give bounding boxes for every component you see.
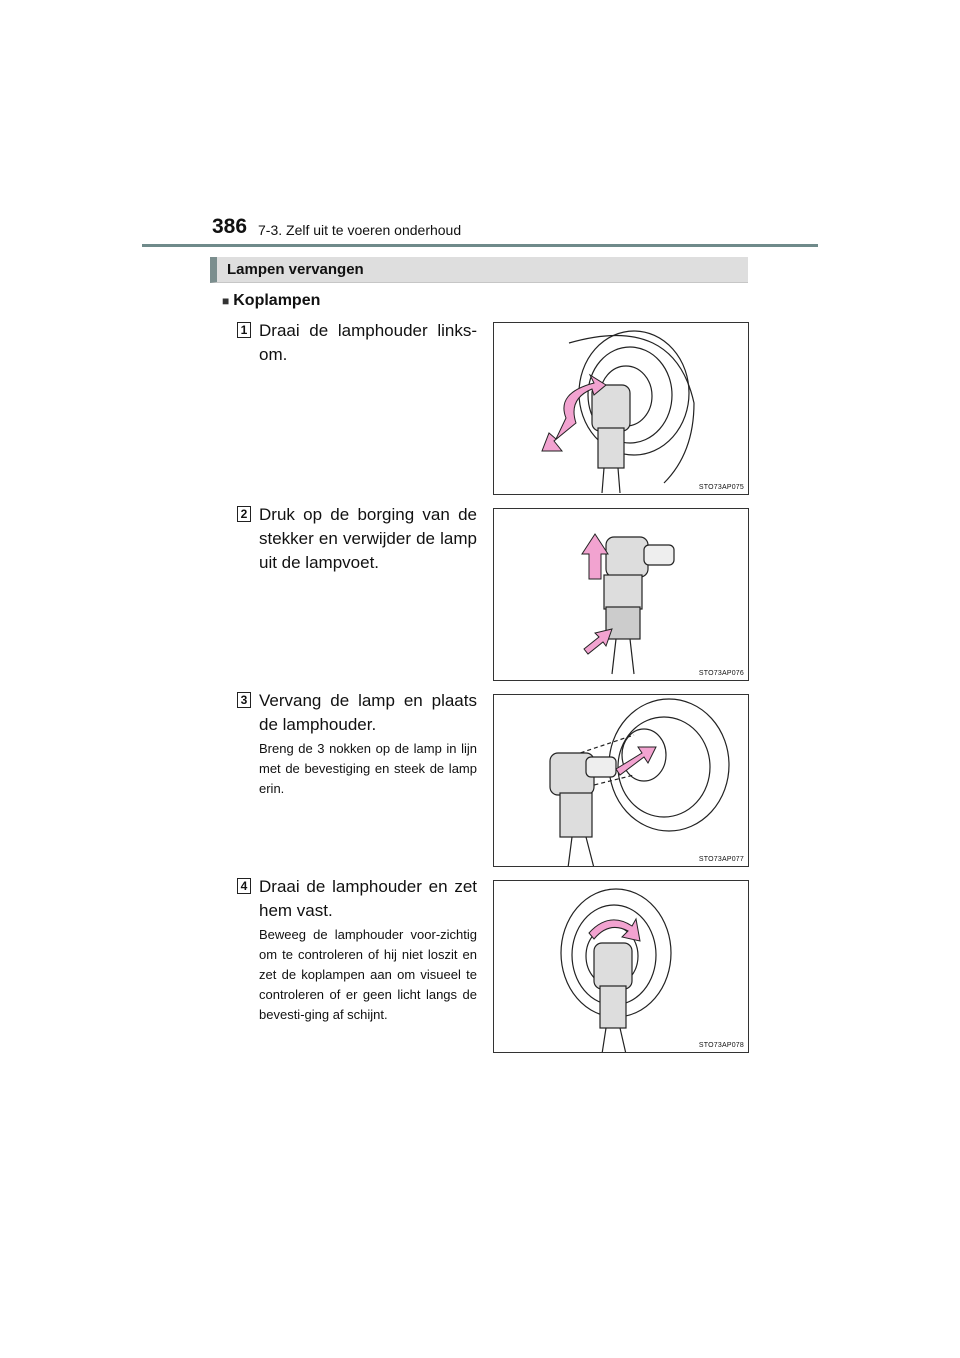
figure-step-2: STO73AP076 (493, 508, 749, 681)
page-number: 386 (212, 215, 248, 238)
section-title: Lampen vervangen (227, 261, 364, 278)
figure-step-4: STO73AP078 (493, 880, 749, 1053)
step-number-1: 1 (237, 322, 251, 338)
headlamp-illustration (541, 330, 695, 494)
figure-code: STO73AP077 (698, 856, 744, 863)
square-bullet-icon: ■ (222, 294, 230, 308)
step-3-text: Vervang de lamp en plaats de lamphouder. (259, 691, 477, 734)
figure-step-3: STO73AP077 (493, 694, 749, 867)
figure-code: STO73AP075 (698, 484, 744, 491)
figure-step-1: STO73AP075 (493, 322, 749, 495)
step-4-text: Draai de lamphouder en zet hem vast. (259, 877, 477, 920)
subsection-heading: ■Koplampen (222, 292, 320, 310)
lamp-tighten-illustration (560, 888, 672, 1052)
figure-code: STO73AP078 (698, 1042, 744, 1049)
chapter-title: 7-3. Zelf uit te voeren onderhoud (258, 222, 462, 238)
figure-code: STO73AP076 (698, 670, 744, 677)
step-number-2: 2 (237, 506, 251, 522)
subsection-title: Koplampen (233, 292, 321, 309)
bulb-insertion-illustration (549, 698, 730, 866)
step-2-text: Druk op de borging van de stekker en ver… (259, 505, 477, 572)
header-rule (142, 244, 818, 247)
section-heading-bar: Lampen vervangen (210, 257, 748, 283)
step-3-note: Breng de 3 nokken op de lamp in lijn met… (259, 741, 477, 796)
step-number-3: 3 (237, 692, 251, 708)
step-1-text: Draai de lamphouder links-om. (259, 321, 477, 364)
step-4-note: Beweeg de lamphouder voor-zichtig om te … (259, 927, 477, 1022)
bulb-removal-illustration (581, 533, 675, 675)
step-number-4: 4 (237, 878, 251, 894)
